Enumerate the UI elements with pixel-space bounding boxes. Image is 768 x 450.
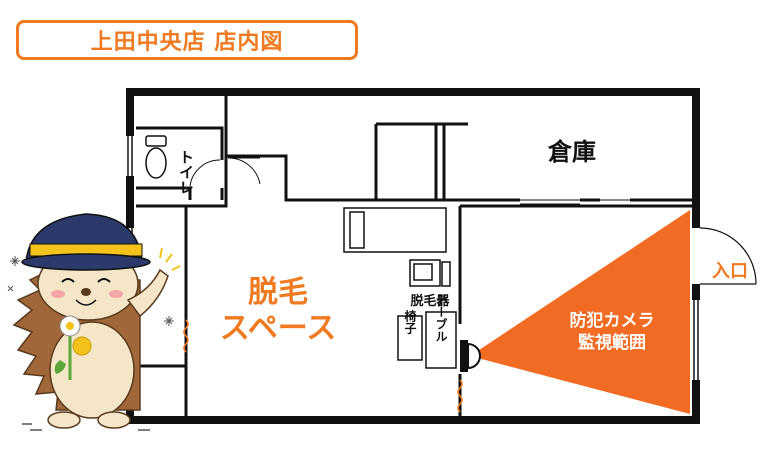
storage-label: 倉庫 [547,138,596,166]
entrance-opening [692,228,700,284]
camera-range [470,210,690,414]
toilet-icon [145,135,167,179]
device-label: 脱毛器 [410,293,450,309]
camera-area-label-1: 防犯カメラ [570,310,655,331]
table-box [425,311,457,369]
page-title: 上田中央店 店内図 [16,20,358,60]
curtain-left [183,319,189,353]
hair-removal-space-label-2: スペース [220,311,336,346]
camera-area-label-2: 監視範囲 [578,332,646,353]
hair-removal-space-label-1: 脱毛 [248,275,308,310]
chair-box [397,315,423,361]
toilet-label: トイレ [177,150,195,195]
treatment-bed [343,207,447,253]
curtain-right [457,379,463,413]
hedgehog-mascot-icon [7,213,181,431]
entrance-label: 入口 [712,261,748,282]
hair-removal-device-icon [409,259,451,287]
entrance-door-icon [699,227,757,285]
chair-label: 椅子 [403,309,417,335]
camera-icon [460,340,481,372]
door-swing-icon [189,159,221,187]
table-label: テーブル [434,294,448,342]
